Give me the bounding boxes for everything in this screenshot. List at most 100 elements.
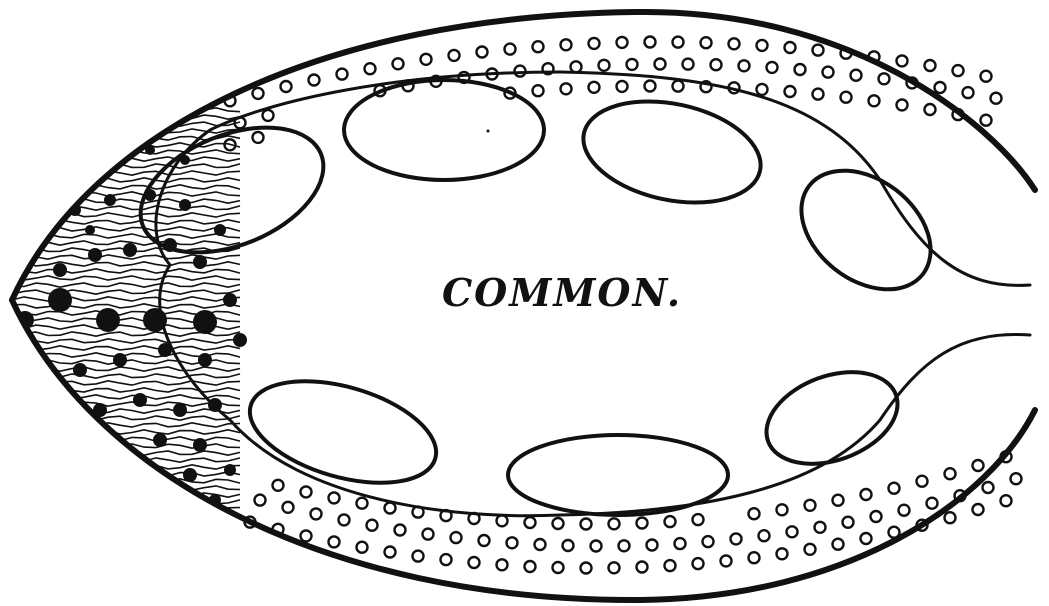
ring-dot: [561, 39, 572, 50]
enclosure-lower-right: [754, 355, 911, 480]
ring-dot: [599, 60, 610, 71]
hatch-line: [0, 472, 240, 476]
ring-dot: [329, 536, 340, 547]
hatch-line: [0, 374, 240, 378]
hatch-line: [0, 381, 240, 385]
hatch-line: [0, 206, 240, 210]
ring-dot: [309, 75, 320, 86]
solid-dot: [183, 468, 197, 482]
ring-dot: [813, 45, 824, 56]
hatch-line: [0, 136, 240, 140]
ring-dot: [645, 37, 656, 48]
ring-dot: [757, 84, 768, 95]
enclosure-right: [778, 146, 953, 313]
enclosure-lower-left: [238, 362, 447, 501]
ring-dot: [785, 42, 796, 53]
ring-dot: [805, 500, 816, 511]
ring-dot: [673, 37, 684, 48]
ring-dot: [637, 518, 648, 529]
ring-dot: [869, 95, 880, 106]
ring-dot: [645, 81, 656, 92]
hatch-line: [0, 269, 240, 273]
hatch-line: [0, 416, 240, 420]
solid-dot: [133, 393, 147, 407]
ring-dot: [505, 44, 516, 55]
ring-dot: [385, 503, 396, 514]
ring-dot: [973, 460, 984, 471]
ring-dot: [673, 81, 684, 92]
ring-dot: [619, 540, 630, 551]
ring-dot: [581, 563, 592, 574]
ring-dot: [469, 557, 480, 568]
hatch-line: [0, 241, 240, 245]
solid-dot: [113, 353, 127, 367]
solid-dot: [104, 194, 116, 206]
solid-dot: [193, 310, 217, 334]
ring-dot: [953, 65, 964, 76]
ring-dot: [589, 82, 600, 93]
solid-dot: [54, 389, 66, 401]
ring-dot: [851, 70, 862, 81]
ring-dot: [983, 482, 994, 493]
solid-dot: [123, 243, 137, 257]
ring-dot: [253, 88, 264, 99]
ring-dot: [927, 498, 938, 509]
ring-dot: [655, 59, 666, 70]
ring-dot: [1001, 495, 1012, 506]
ring-dot: [393, 58, 404, 69]
ring-dot: [925, 104, 936, 115]
ring-dot: [665, 560, 676, 571]
solid-dot: [105, 155, 115, 165]
ring-dot: [311, 508, 322, 519]
solid-dot: [143, 473, 157, 487]
ring-dot: [785, 86, 796, 97]
ring-dot: [637, 562, 648, 573]
ring-dot: [805, 544, 816, 555]
ring-dot: [413, 551, 424, 562]
ring-dot: [591, 541, 602, 552]
ring-dot: [609, 562, 620, 573]
ring-dot: [973, 504, 984, 515]
hatch-line: [0, 479, 240, 483]
solid-dot: [193, 438, 207, 452]
solid-dot: [174, 499, 186, 511]
ring-dot: [477, 47, 488, 58]
ring-dot: [749, 508, 760, 519]
ring-dot: [535, 539, 546, 550]
hatch-line: [0, 122, 240, 126]
solid-dot: [223, 293, 237, 307]
ring-dot: [507, 537, 518, 548]
ring-dot: [935, 82, 946, 93]
hatch-line: [0, 199, 240, 203]
ring-dot: [525, 517, 536, 528]
ring-dot: [301, 486, 312, 497]
hatch-line: [0, 430, 240, 434]
ring-dot: [731, 533, 742, 544]
hatch-line: [0, 157, 240, 161]
solid-dot: [179, 199, 191, 211]
hatch-line: [0, 458, 240, 462]
ring-dot: [617, 37, 628, 48]
ring-dot: [533, 85, 544, 96]
ring-dot: [533, 41, 544, 52]
ring-dot: [917, 476, 928, 487]
ring-dot: [759, 530, 770, 541]
ring-dot: [897, 55, 908, 66]
ring-dot: [675, 538, 686, 549]
ring-dot: [301, 530, 312, 541]
hatch-line: [0, 409, 240, 413]
common-label: COMMON.: [442, 270, 682, 315]
hatch-line: [0, 234, 240, 238]
hatch-line: [0, 304, 240, 308]
ring-dot: [749, 552, 760, 563]
enclosure-bottom-center: [508, 435, 728, 515]
ring-dot: [339, 514, 350, 525]
ring-dot: [665, 516, 676, 527]
ring-dot: [589, 38, 600, 49]
ring-dot: [991, 93, 1002, 104]
ring-dot: [899, 505, 910, 516]
ring-dot: [739, 60, 750, 71]
hatch-line: [0, 423, 240, 427]
solid-dot: [198, 353, 212, 367]
